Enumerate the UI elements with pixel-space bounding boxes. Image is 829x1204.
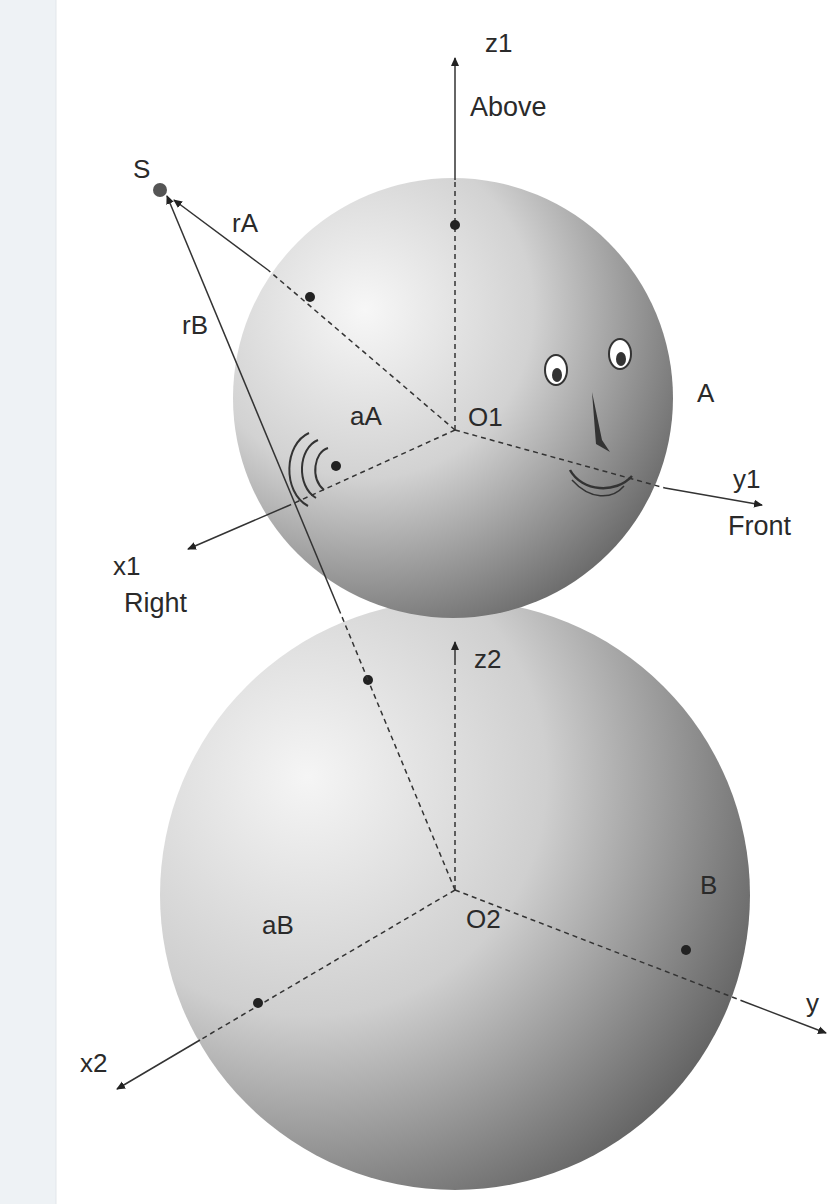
direction-label: Above bbox=[470, 94, 547, 121]
sphere-label: A bbox=[697, 380, 714, 406]
sphere-b bbox=[160, 600, 750, 1190]
ear bbox=[289, 433, 328, 506]
sphere-a bbox=[233, 178, 673, 618]
distance-label: rB bbox=[182, 312, 208, 338]
face bbox=[545, 339, 632, 496]
sphere-label: B bbox=[700, 872, 717, 898]
origin-label: O2 bbox=[466, 906, 501, 932]
point-label: S bbox=[133, 156, 150, 182]
axis-label: x1 bbox=[113, 553, 140, 579]
axis-label: z2 bbox=[474, 646, 501, 672]
radius-label: aB bbox=[262, 912, 294, 938]
axis-label: y1 bbox=[733, 466, 760, 492]
axis-label: x2 bbox=[80, 1050, 107, 1076]
distance-label: rA bbox=[232, 210, 258, 236]
direction-label: Front bbox=[728, 513, 791, 540]
axis-label: z1 bbox=[485, 30, 512, 56]
radius-label: aA bbox=[350, 403, 382, 429]
direction-label: Right bbox=[124, 590, 187, 617]
axis-label: y bbox=[806, 990, 819, 1016]
origin-label: O1 bbox=[468, 404, 503, 430]
